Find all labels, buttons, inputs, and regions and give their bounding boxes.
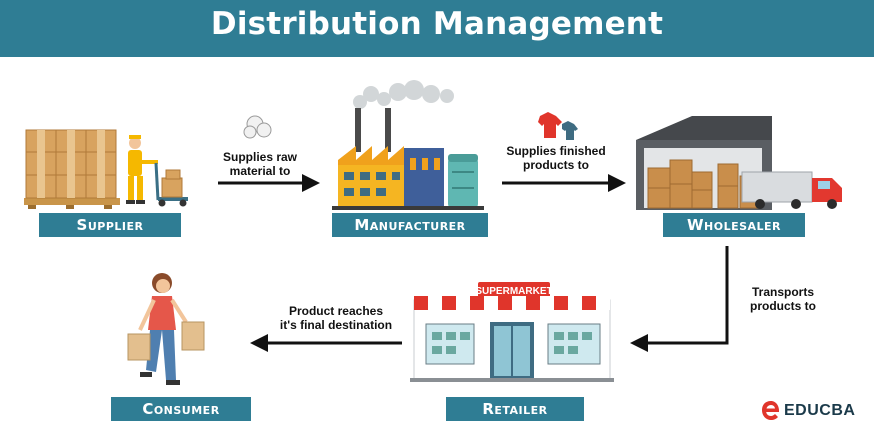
edge-label-line: products to (750, 299, 816, 313)
manufacturer-illustration (332, 80, 484, 210)
edge-label-final-destination: Product reaches it's final destination (262, 304, 410, 332)
supplier-illustration (24, 129, 188, 209)
edge-label-supplies-raw-material: Supplies raw material to (208, 150, 312, 178)
node-consumer: Consumer (111, 397, 251, 421)
edge-label-line: Transports (751, 285, 814, 299)
arrow-wholesaler-to-retailer (630, 246, 729, 352)
title-banner: Distribution Management (0, 0, 874, 57)
node-supplier: Supplier (39, 213, 181, 237)
arrow-supplier-to-manufacturer (218, 174, 320, 192)
wholesaler-illustration (636, 116, 842, 210)
consumer-illustration (127, 273, 205, 385)
node-retailer: Retailer (446, 397, 584, 421)
edge-label-line: Supplies raw (222, 150, 298, 164)
edge-label-supplies-finished-products: Supplies finished products to (496, 144, 616, 172)
cotton-icon (243, 115, 272, 139)
store-sign: SUPERMARKET (475, 286, 552, 297)
node-wholesaler: Wholesaler (663, 213, 805, 237)
edge-label-line: material to (229, 164, 291, 178)
edge-label-transports-products: Transports products to (740, 285, 826, 313)
edge-label-line: products to (523, 158, 589, 172)
retailer-illustration: SUPERMARKET (410, 282, 614, 382)
edge-label-line: Supplies finished (506, 144, 606, 158)
page-title: Distribution Management (210, 6, 664, 42)
edge-label-line: it's final destination (279, 318, 393, 332)
arrow-manufacturer-to-wholesaler (502, 174, 626, 192)
arrow-retailer-to-consumer (250, 334, 402, 352)
edge-label-line: Product reaches (288, 304, 384, 318)
brand-name: EDUCBA (784, 402, 856, 419)
node-manufacturer: Manufacturer (332, 213, 488, 237)
educba-logo-icon (762, 401, 780, 420)
tshirt-icon (538, 112, 578, 140)
brand-logo: EDUCBA (760, 397, 870, 427)
